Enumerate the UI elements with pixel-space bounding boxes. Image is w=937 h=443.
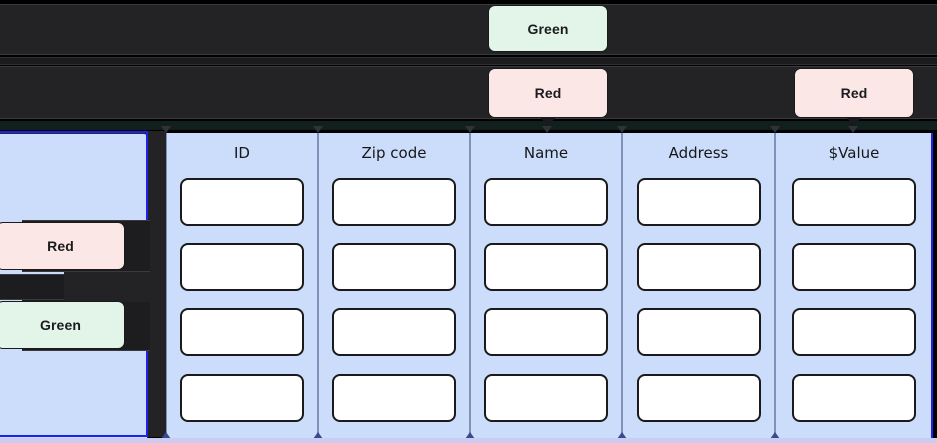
- table-cell[interactable]: [636, 308, 761, 356]
- column-marker-icon: [770, 432, 780, 439]
- column-header-zip: Zip code: [361, 144, 427, 162]
- column-marker-icon: [161, 432, 171, 439]
- table-cell[interactable]: [636, 374, 761, 422]
- column-marker-icon: [465, 126, 475, 133]
- tooltip-red-right[interactable]: Red: [794, 68, 914, 126]
- table-column-id[interactable]: ID: [166, 133, 318, 443]
- table-cell[interactable]: [332, 178, 456, 226]
- table-cell[interactable]: [180, 243, 304, 291]
- table-column-address[interactable]: Address: [622, 133, 775, 443]
- column-header-address: Address: [668, 144, 729, 162]
- table-cell[interactable]: [792, 243, 916, 291]
- column-marker-icon: [617, 432, 627, 439]
- tooltip-red-right-label: Red: [840, 85, 868, 101]
- table-cell[interactable]: [636, 178, 761, 226]
- tooltip-red-middle-label: Red: [534, 85, 562, 101]
- table-column-name[interactable]: Name: [470, 133, 622, 443]
- sidebar-table-gutter: [148, 131, 166, 437]
- table-cell[interactable]: [332, 308, 456, 356]
- dark-row-band-2: [0, 66, 937, 119]
- table-cell[interactable]: [180, 374, 304, 422]
- column-marker-icon: [770, 126, 780, 133]
- column-header-value: $Value: [828, 144, 880, 162]
- column-marker-icon: [465, 432, 475, 439]
- table-cell[interactable]: [180, 308, 304, 356]
- column-marker-icon: [313, 126, 323, 133]
- sidebar-badge-red-label: Red: [47, 238, 74, 254]
- table-cell[interactable]: [636, 243, 761, 291]
- dark-row-band-3: [0, 121, 937, 130]
- column-marker-icon: [542, 126, 552, 133]
- table-right-rule: [931, 133, 933, 438]
- sidebar-badge-green-label: Green: [40, 317, 81, 333]
- table-cell[interactable]: [484, 374, 608, 422]
- table-cell[interactable]: [484, 243, 608, 291]
- column-marker-icon: [848, 126, 858, 133]
- table-cell[interactable]: [484, 178, 608, 226]
- tooltip-pointer-icon: [540, 117, 556, 126]
- table-cell[interactable]: [332, 374, 456, 422]
- sidebar-badge-red[interactable]: Red: [0, 222, 125, 270]
- dark-row-band-1: [0, 4, 937, 55]
- sidebar-top-rule: [0, 131, 148, 133]
- tooltip-green-top[interactable]: Green: [488, 5, 608, 52]
- tooltip-green-top-label: Green: [527, 20, 569, 37]
- sidebar-gutter-inner-fill: [64, 272, 150, 302]
- table-column-zip[interactable]: Zip code: [318, 133, 470, 443]
- table-cell[interactable]: [792, 308, 916, 356]
- dark-row-band-gap: [0, 57, 937, 65]
- sidebar-badge-green[interactable]: Green: [0, 301, 125, 349]
- table-cell[interactable]: [792, 178, 916, 226]
- sidebar-bottom-rule: [0, 435, 282, 437]
- column-marker-icon: [617, 126, 627, 133]
- column-header-name: Name: [523, 144, 569, 162]
- table-cell[interactable]: [180, 178, 304, 226]
- tooltip-pointer-icon: [846, 117, 862, 126]
- column-marker-icon: [313, 432, 323, 439]
- table-cell[interactable]: [484, 308, 608, 356]
- table-cell[interactable]: [792, 374, 916, 422]
- table-column-value[interactable]: $Value: [775, 133, 933, 443]
- column-marker-icon: [161, 126, 171, 133]
- column-header-id: ID: [234, 144, 250, 162]
- tooltip-red-middle[interactable]: Red: [488, 68, 608, 126]
- bottom-edge-wash: [0, 438, 937, 443]
- table-cell[interactable]: [332, 243, 456, 291]
